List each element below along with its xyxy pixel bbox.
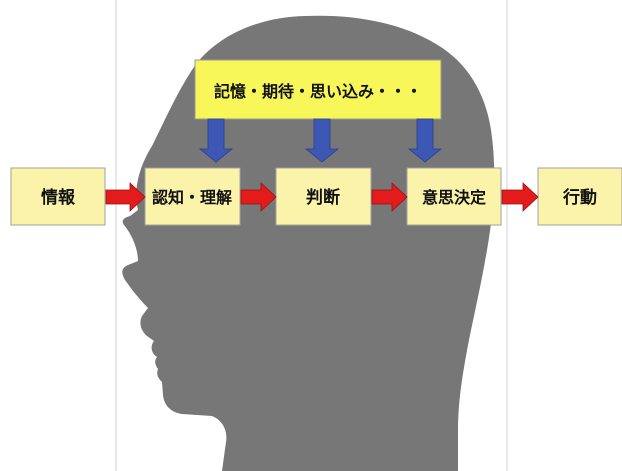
- decision-box-label: 意思決定: [422, 188, 486, 207]
- decision-box: [406, 167, 502, 226]
- red-arrow-judgment-to-decision: [371, 182, 408, 212]
- blue-down-arrow-to-decision: [407, 118, 443, 163]
- blue-down-arrow-to-judgment: [304, 118, 340, 163]
- red-arrow-decision-to-action: [501, 182, 539, 212]
- memory-expectation-label: 記憶・期待・思い込み・・・: [214, 82, 422, 101]
- memory-expectation-box: [194, 59, 442, 120]
- info-box: [10, 167, 106, 226]
- action-box-label: 行動: [562, 187, 597, 208]
- recognition-box-label: 認知・理解: [152, 188, 232, 207]
- info-box-label: 情報: [41, 187, 76, 208]
- judgment-box: [275, 167, 372, 226]
- judgment-box-label: 判断: [306, 187, 340, 208]
- recognition-box: [144, 167, 241, 226]
- red-arrow-info-to-recognition: [105, 182, 146, 212]
- blue-down-arrow-to-recognition: [198, 118, 234, 163]
- red-arrow-recognition-to-judgment: [240, 182, 277, 212]
